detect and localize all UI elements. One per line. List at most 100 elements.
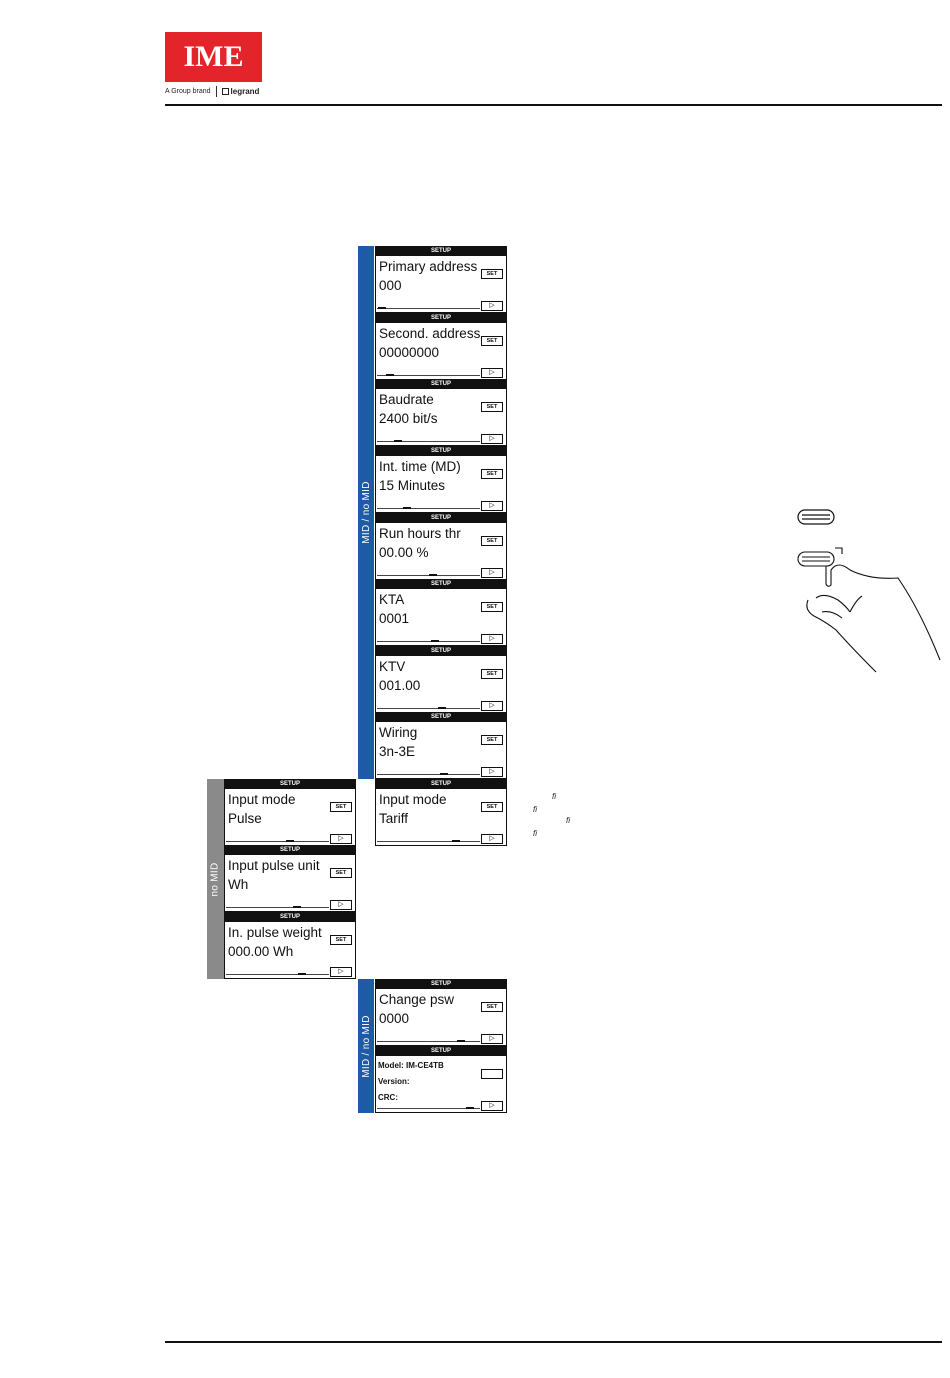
screen-title: KTV: [379, 659, 406, 674]
next-button[interactable]: ▷: [481, 568, 503, 578]
setup-screen-run-hours: SETUP Run hours thr 00.00 % SET ▷: [375, 513, 507, 580]
setup-screen-input-mode-pulse: SETUP Input mode Pulse SET ▷: [224, 779, 356, 846]
progress-track: [377, 841, 480, 842]
setup-screen-input-mode-tariff: SETUP Input mode Tariff SET ▷: [375, 779, 507, 846]
band-mid-top-label: MID / no MID: [360, 481, 372, 544]
screen-title: Input pulse unit: [228, 858, 320, 873]
next-button[interactable]: ▷: [330, 900, 352, 910]
set-button[interactable]: SET: [481, 669, 503, 679]
set-button[interactable]: SET: [481, 336, 503, 346]
setup-screen-kta: SETUP KTA 0001 SET ▷: [375, 579, 507, 646]
screen-title: In. pulse weight: [228, 925, 322, 940]
screen-header: SETUP: [225, 913, 355, 922]
screen-title: Run hours thr: [379, 526, 461, 541]
progress-marker: [386, 374, 394, 376]
next-button[interactable]: ▷: [481, 834, 503, 844]
set-button[interactable]: SET: [481, 802, 503, 812]
screen-value: 0000: [379, 1011, 410, 1026]
legrand-text: legrand: [230, 86, 260, 96]
screen-value: 00.00 %: [379, 545, 429, 560]
header-rule: [165, 104, 942, 106]
next-button[interactable]: ▷: [330, 967, 352, 977]
footer-rule: [165, 1341, 942, 1343]
progress-track: [377, 308, 480, 309]
screen-header: SETUP: [225, 780, 355, 789]
progress-track: [377, 774, 480, 775]
screen-title: KTA: [379, 592, 405, 607]
next-button[interactable]: ▷: [481, 368, 503, 378]
screen-header: SETUP: [376, 647, 506, 656]
legrand-mark-icon: [221, 87, 229, 95]
screen-value: 000.00 Wh: [228, 944, 294, 959]
progress-track: [377, 508, 480, 509]
set-button[interactable]: SET: [481, 1002, 503, 1012]
progress-marker: [293, 906, 301, 908]
screen-value: Pulse: [228, 811, 262, 826]
progress-track: [377, 441, 480, 442]
set-button[interactable]: SET: [481, 602, 503, 612]
screen-header: SETUP: [376, 314, 506, 323]
setup-screen-change-psw: SETUP Change psw 0000 SET ▷: [375, 979, 507, 1046]
next-button[interactable]: ▷: [481, 1101, 503, 1111]
version-label: Version:: [378, 1077, 410, 1086]
setup-screen-int-time: SETUP Int. time (MD) 15 Minutes SET ▷: [375, 446, 507, 513]
screen-title: Input mode: [379, 792, 447, 807]
next-button[interactable]: ▷: [330, 834, 352, 844]
progress-marker: [438, 707, 446, 709]
progress-marker: [378, 307, 386, 309]
screen-header: SETUP: [225, 846, 355, 855]
next-button[interactable]: ▷: [481, 701, 503, 711]
button-press-illustration: [797, 509, 941, 673]
progress-marker: [403, 507, 411, 509]
screen-title: Second. address: [379, 326, 481, 341]
next-button[interactable]: ▷: [481, 634, 503, 644]
progress-marker: [452, 840, 460, 842]
setup-screen-primary-address: SETUP Primary address 000 SET ▷: [375, 246, 507, 313]
progress-track: [377, 375, 480, 376]
next-button[interactable]: ▷: [481, 301, 503, 311]
progress-marker: [440, 773, 448, 775]
progress-track: [226, 974, 329, 975]
set-button[interactable]: SET: [481, 402, 503, 412]
footnote-mark: fi: [533, 829, 537, 838]
set-button[interactable]: SET: [481, 735, 503, 745]
crc-label: CRC:: [378, 1093, 398, 1102]
set-button[interactable]: SET: [330, 935, 352, 945]
screen-value: 000: [379, 278, 402, 293]
progress-marker: [466, 1107, 474, 1109]
blank-button[interactable]: [481, 1069, 503, 1079]
set-button[interactable]: SET: [481, 469, 503, 479]
progress-track: [377, 708, 480, 709]
progress-track: [226, 841, 329, 842]
legrand-logo: legrand: [221, 86, 260, 96]
screen-value: 15 Minutes: [379, 478, 446, 493]
progress-marker: [457, 1040, 465, 1042]
setup-screen-model-info: SETUP Model: IM-CE4TB Version: CRC: ▷: [375, 1046, 507, 1113]
next-button[interactable]: ▷: [481, 1034, 503, 1044]
progress-marker: [298, 973, 306, 975]
screen-value: Wh: [228, 877, 249, 892]
screen-header: SETUP: [376, 713, 506, 722]
progress-track: [377, 641, 480, 642]
progress-marker: [431, 640, 439, 642]
screen-header: SETUP: [376, 380, 506, 389]
screen-title: Baudrate: [379, 392, 434, 407]
set-button[interactable]: SET: [330, 802, 352, 812]
next-button[interactable]: ▷: [481, 501, 503, 511]
ime-logo: IME: [165, 32, 262, 82]
setup-screen-wiring: SETUP Wiring 3n-3E SET ▷: [375, 712, 507, 779]
set-button[interactable]: SET: [481, 536, 503, 546]
screen-title: Wiring: [379, 725, 418, 740]
footnote-mark: fi: [552, 792, 556, 801]
next-button[interactable]: ▷: [481, 434, 503, 444]
set-button[interactable]: SET: [481, 269, 503, 279]
progress-track: [226, 907, 329, 908]
band-mid-top: MID / no MID: [358, 246, 374, 779]
next-button[interactable]: ▷: [481, 767, 503, 777]
set-button[interactable]: SET: [330, 868, 352, 878]
screen-title: Input mode: [228, 792, 296, 807]
screen-title: Change psw: [379, 992, 455, 1007]
setup-screen-ktv: SETUP KTV 001.00 SET ▷: [375, 646, 507, 713]
progress-marker: [286, 840, 294, 842]
band-no-mid: no MID: [207, 779, 224, 979]
